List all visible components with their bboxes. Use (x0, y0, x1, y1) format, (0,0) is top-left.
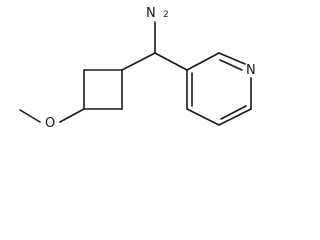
amine-element: N (146, 6, 156, 21)
cyclobutane-ring (83, 69, 123, 110)
bond-ring-to-methine (121, 52, 156, 71)
bond-py-c5-c6-double (220, 105, 247, 120)
bond-py-c5-c6 (218, 108, 252, 126)
pyridine-nitrogen-label: N (246, 63, 256, 78)
bond-ring-to-oxygen (59, 108, 85, 123)
bond-methine-to-pyridine (154, 52, 188, 71)
bond-py-c2-c3 (186, 52, 220, 71)
bond-py-n-c2 (218, 52, 246, 65)
bond-oxygen-to-methyl (19, 109, 41, 123)
bond-py-n-c2-double (219, 59, 243, 71)
amine-hydrogens: 2 (163, 10, 169, 20)
pyridine-ring (186, 52, 252, 126)
bond-py-c4-c5 (186, 108, 220, 126)
methoxy-oxygen-label: O (45, 116, 55, 131)
